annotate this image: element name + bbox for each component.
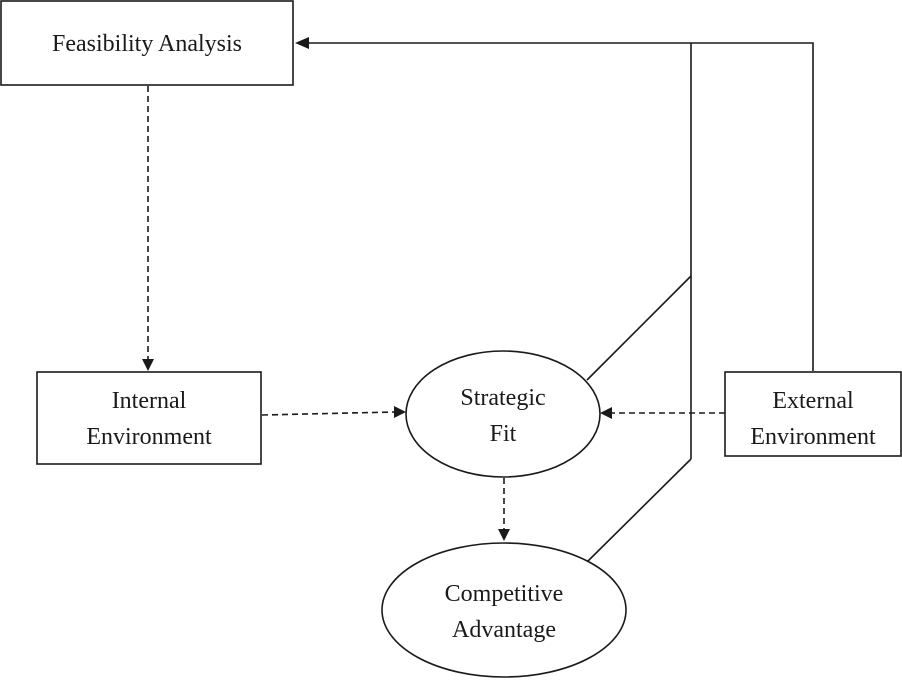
edge-feasibility-to-internal xyxy=(142,86,154,371)
external-environment-label-line2: Environment xyxy=(750,424,876,450)
feasibility-analysis-label: Feasibility Analysis xyxy=(52,31,242,57)
node-internal-environment: Internal Environment xyxy=(36,371,262,465)
strategic-fit-label-line1: Strategic xyxy=(460,385,545,411)
edge-internal-to-strategic-fit xyxy=(261,406,406,418)
edge-outcomes-to-feasibility xyxy=(586,43,692,563)
node-feasibility-analysis: Feasibility Analysis xyxy=(0,0,294,86)
edge-external-to-strategic-fit xyxy=(600,407,725,419)
node-competitive-advantage: Competitive Advantage xyxy=(381,542,627,678)
internal-environment-label-line1: Internal xyxy=(112,388,187,414)
strategic-fit-link xyxy=(586,275,692,381)
arrowhead-left-icon xyxy=(600,407,612,419)
edge-external-to-feasibility xyxy=(295,37,814,371)
arrowhead-down-icon xyxy=(142,359,154,371)
node-strategic-fit: Strategic Fit xyxy=(405,350,601,478)
arrowhead-left-icon xyxy=(295,37,309,49)
node-external-environment: External Environment xyxy=(724,371,902,457)
edge-strategic-fit-to-competitive-advantage xyxy=(498,478,510,541)
competitive-advantage-link xyxy=(586,458,692,563)
internal-environment-label-line2: Environment xyxy=(86,424,212,450)
arrowhead-right-icon xyxy=(394,406,406,418)
strategic-fit-label-line2: Fit xyxy=(490,421,517,447)
competitive-advantage-label-line2: Advantage xyxy=(452,617,556,643)
arrowhead-down-icon xyxy=(498,529,510,541)
external-environment-label-line1: External xyxy=(772,388,854,414)
competitive-advantage-label-line1: Competitive xyxy=(445,581,564,607)
